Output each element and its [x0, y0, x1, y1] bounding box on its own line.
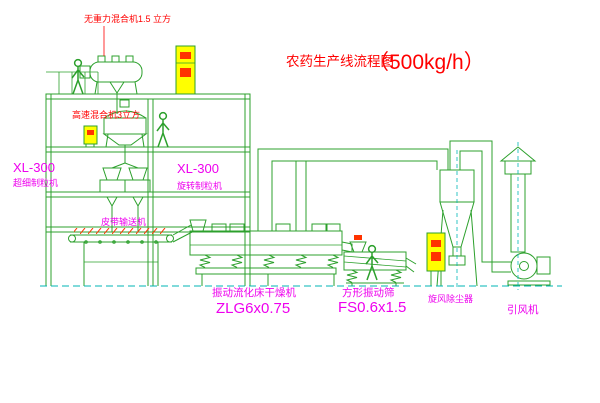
- control-cabinet-upper: [175, 45, 196, 95]
- label-cyclone: 旋风除尘器: [428, 293, 473, 304]
- granulator: [99, 162, 151, 232]
- person-figure-ground: [365, 244, 379, 281]
- vibrating-screen: [343, 235, 417, 286]
- cyclone-separator: [436, 140, 511, 287]
- diagram-title: 农药生产线流程图: [286, 54, 394, 69]
- fluidized-bed-dryer: [189, 219, 353, 286]
- exhaust-duct: [257, 148, 449, 231]
- label-fan: 引风机: [507, 303, 539, 316]
- building-frame: [45, 71, 251, 286]
- label-dryer-model: ZLG6x0.75: [216, 300, 290, 317]
- label-dryer-name: 振动流化床干燥机: [212, 286, 296, 299]
- label-top-mixer: 无重力混合机1.5 立方: [84, 13, 171, 24]
- label-screen-model: FS0.6x1.5: [338, 299, 406, 316]
- label-high-speed-mixer: 高速混合机3立方: [72, 109, 140, 120]
- control-cabinet-platform: [83, 125, 98, 147]
- label-granulator-left-model: XL-300: [13, 160, 55, 175]
- belt-conveyor: [68, 224, 195, 286]
- induced-draft-fan: [507, 252, 551, 286]
- label-granulator-right-model: XL-300: [177, 161, 219, 176]
- control-cabinet-right: [426, 232, 446, 286]
- high-speed-mixer: [102, 99, 148, 163]
- person-figure-middle: [156, 111, 170, 148]
- label-granulator-right-name: 旋转制粒机: [177, 180, 222, 191]
- diagram-title-capacity: （500kg/h）: [368, 51, 485, 74]
- label-granulator-left-name: 超细制粒机: [13, 177, 58, 188]
- label-belt-conveyor: 皮带输送机: [101, 216, 146, 227]
- label-screen-name: 方形振动筛: [342, 286, 395, 299]
- person-figure-top: [71, 58, 85, 95]
- gravity-free-mixer: [79, 55, 143, 114]
